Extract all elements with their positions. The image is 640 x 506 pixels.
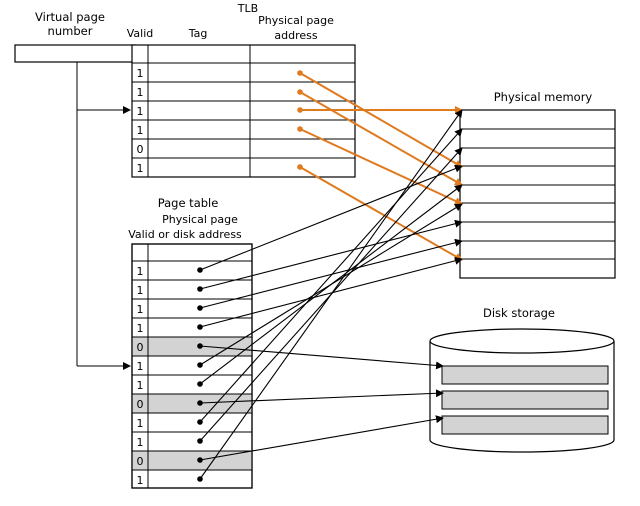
- tlb-label: TLB: [237, 2, 258, 15]
- disk-block: [441, 390, 609, 410]
- disk-storage-cylinder: [429, 328, 615, 453]
- page-table-valid-bit: 1: [137, 322, 144, 335]
- page-table-valid-bit: 0: [137, 398, 144, 411]
- tlb-arrow: [299, 128, 463, 205]
- page-table-valid-bit: 1: [137, 360, 144, 373]
- physical-memory-label: Physical memory: [494, 90, 593, 104]
- virtual-page-number-box: [14, 44, 136, 63]
- tlb-valid-header: Valid: [127, 27, 154, 40]
- page-table-valid-bit: 1: [137, 265, 144, 278]
- page-table-physical-header: Physical page: [162, 213, 238, 226]
- page-table-arrow: [199, 219, 463, 290]
- disk-storage-label: Disk storage: [483, 306, 555, 320]
- page-table-valid-bit: 0: [137, 341, 144, 354]
- page-table-shaded-row: [132, 337, 252, 356]
- page-table-arrow: [199, 415, 444, 461]
- page-table-arrow: [199, 128, 463, 423]
- page-table-arrow: [199, 389, 444, 404]
- page-table-valid-bit: 0: [137, 455, 144, 468]
- page-table-shaded-row: [132, 394, 252, 413]
- page-table-arrow: [199, 345, 444, 370]
- tlb-arrows: [297, 70, 463, 261]
- page-table-arrow: [199, 184, 463, 385]
- page-table-valid-bit: 1: [137, 436, 144, 449]
- tlb-valid-bit: 1: [137, 86, 144, 99]
- page-table-arrow: [199, 256, 463, 328]
- page-table-arrow: [199, 164, 463, 271]
- page-table: 1 1 1 1 0 1 1 0 1 1 0 1: [131, 243, 253, 489]
- page-table-valid-bit: 1: [137, 284, 144, 297]
- virtual-page-number-label-2: number: [48, 24, 93, 38]
- page-table-valid-bit: 1: [137, 379, 144, 392]
- tlb-tag-header: Tag: [188, 27, 208, 40]
- page-table-valid-bit: 1: [137, 303, 144, 316]
- page-table-valid-bit: 1: [137, 474, 144, 487]
- physical-memory-table: [459, 109, 616, 279]
- page-table-arrow: [199, 109, 463, 480]
- tlb-physical-header-2: address: [274, 29, 317, 42]
- tlb-valid-bit: 1: [137, 162, 144, 175]
- tlb-valid-bit: 1: [137, 105, 144, 118]
- disk-block: [441, 415, 609, 435]
- tlb-valid-bit: 0: [137, 143, 144, 156]
- page-table-arrow: [199, 238, 463, 309]
- disk-block: [441, 365, 609, 385]
- tlb-physical-header-1: Physical page: [258, 14, 334, 27]
- page-table-label: Page table: [158, 196, 219, 210]
- page-table-arrows: [197, 109, 463, 482]
- tlb-arrow: [299, 91, 463, 186]
- tlb-arrow: [299, 166, 463, 261]
- page-table-valid-bit: 1: [137, 417, 144, 430]
- tlb-valid-bit: 1: [137, 67, 144, 80]
- virtual-page-number-label-1: Virtual page: [35, 10, 105, 24]
- page-table-valid-disk-header: Valid or disk address: [128, 228, 242, 241]
- tlb-arrow: [299, 72, 463, 168]
- tlb-valid-bit: 1: [137, 124, 144, 137]
